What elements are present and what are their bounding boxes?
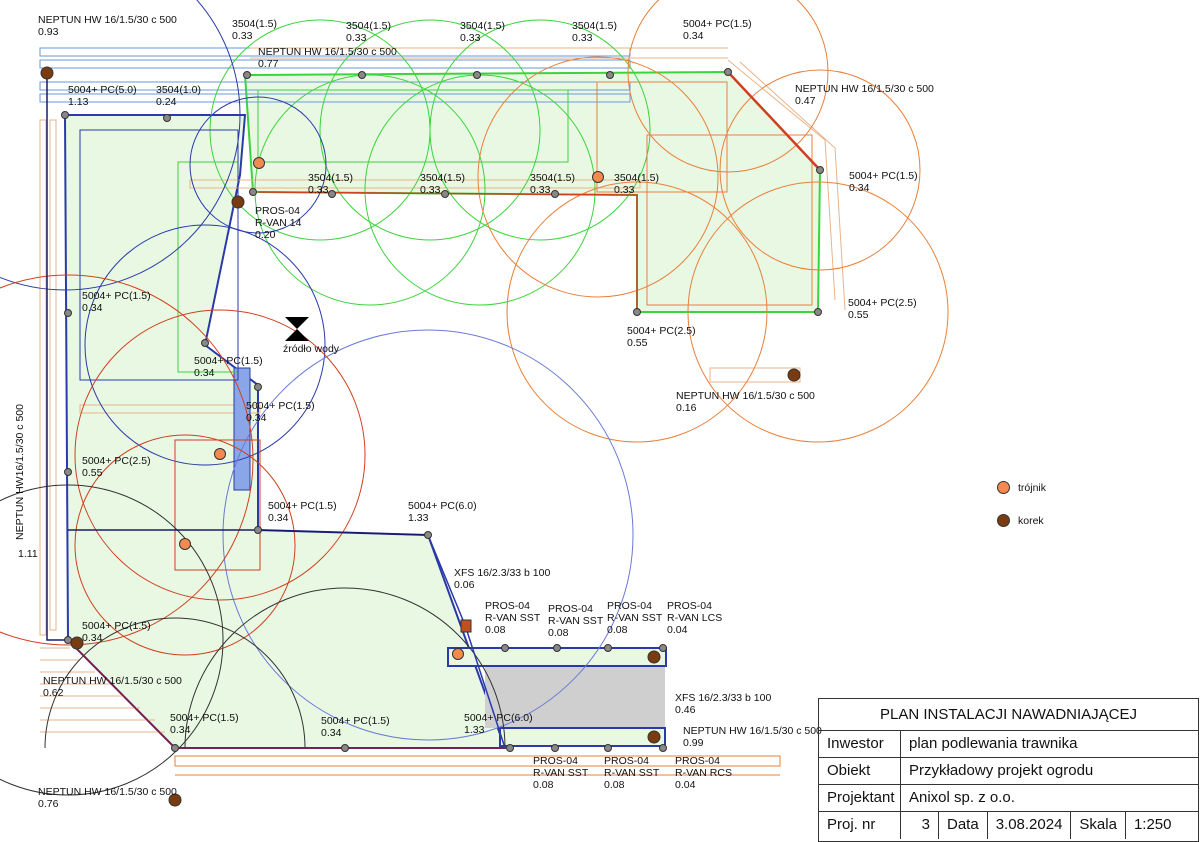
field-label: Skala [1071,812,1126,839]
field-label: Proj. nr [819,812,901,839]
legend-cap: korek [997,514,1044,527]
field-label: Inwestor [819,731,901,757]
label-5004: 5004+ PC(2.5)0.55 [82,455,151,479]
field-value: Przykładowy projekt ogrodu [909,762,1094,779]
spray-circles-red [0,274,366,656]
spray-circles-orange [477,0,949,443]
field-value: 3.08.2024 [988,812,1072,839]
label-3504: 3504(1.5)0.33 [308,172,353,196]
pipes [46,71,821,749]
label-5004: 5004+ PC(1.5)0.34 [82,290,151,314]
sprinkler-heads [61,68,824,752]
label-5004: 5004+ PC(1.5)0.34 [849,170,918,194]
label-3504: 3504(1.5)0.33 [420,172,465,196]
end-caps [40,66,801,807]
cap-icon [997,514,1010,527]
label-3504: 3504(1.5)0.33 [572,20,617,44]
field-label: Projektant [819,785,901,811]
legend-label: trójnik [1018,481,1047,494]
tee-icon [997,481,1010,494]
label-5004: 5004+ PC(5.0)1.13 [68,84,137,108]
label-5004: 5004+ PC(1.5)0.34 [321,715,390,739]
row-project-info: Proj. nr 3 Data 3.08.2024 Skala 1:250 [819,812,1198,839]
label-3504: 3504(1.5)0.33 [346,20,391,44]
field-value: plan podlewania trawnika [909,735,1078,752]
row-obiekt: Obiekt Przykładowy projekt ogrodu [819,758,1198,785]
blue-bed-bottom [499,727,666,747]
spray-circles-dark [0,484,506,796]
label-5004: 5004+ PC(1.5)0.34 [194,355,263,379]
label-5004: 5004+ PC(1.5)0.34 [246,400,315,424]
row-inwestor: Inwestor plan podlewania trawnika [819,731,1198,758]
field-value: 3 [901,812,939,839]
label-neptun-vertical-value: 1.11 [18,548,38,560]
water-source-label: źródło wody [283,343,340,355]
label-5004: 5004+ PC(1.5)0.34 [268,500,337,524]
label-3504: 3504(1.5)0.33 [460,20,505,44]
blue-strip [233,367,251,491]
field-value: Anixol sp. z o.o. [909,789,1015,806]
label-3504: 3504(1.5)0.33 [232,18,277,42]
field-label: Obiekt [819,758,901,784]
spray-circles-blue [0,0,634,741]
row-projektant: Projektant Anixol sp. z o.o. [819,785,1198,812]
plan-title: PLAN INSTALACJI NAWADNIAJĄCEJ [819,699,1198,731]
field-value: 1:250 [1133,816,1172,833]
label-3504: 3504(1.5)0.33 [530,172,575,196]
label-5004: 5004+ PC(2.5)0.55 [627,325,696,349]
label-5004: 5004+ PC(1.5)0.34 [170,712,239,736]
label-3504: 3504(1.5)0.33 [614,172,659,196]
label-3504: 3504(1.0)0.24 [156,84,201,108]
water-source-icon [285,317,309,341]
label-5004: 5004+ PC(6.0)1.33 [408,500,477,524]
label-5004: 5004+ PC(2.5)0.55 [848,297,917,321]
label-5004: 5004+ PC(6.0)1.33 [464,712,533,736]
tee-fittings [179,157,604,660]
title-block: PLAN INSTALACJI NAWADNIAJĄCEJ Inwestor pl… [818,698,1199,842]
legend-label: korek [1018,514,1044,527]
field-label: Data [939,812,988,839]
legend-tee: trójnik [997,481,1046,494]
paving-area [485,666,665,728]
label-5004: 5004+ PC(1.5)0.34 [82,620,151,644]
valve-box [460,619,472,633]
label-neptun-vertical: NEPTUN HW16/1.5/30 c 500 [14,404,26,540]
label-5004: 5004+ PC(1.5)0.34 [683,18,752,42]
